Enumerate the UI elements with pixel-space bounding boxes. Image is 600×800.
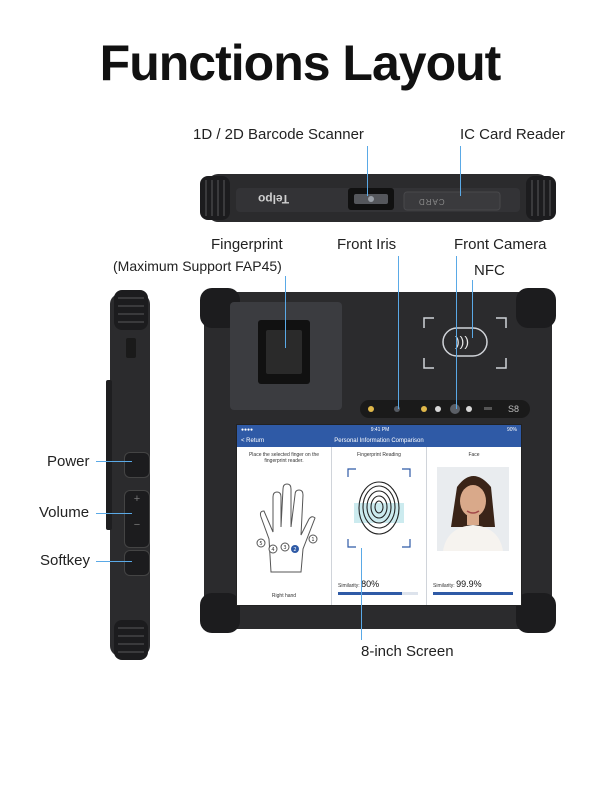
volume-up-icon: +	[133, 493, 141, 505]
nfc-icon: )))	[455, 333, 469, 349]
nav-bar: < Return Personal Information Comparison	[237, 434, 521, 447]
pointer-volume	[96, 513, 132, 514]
face-similarity: Similarity: 99.9%	[433, 579, 482, 589]
hand-pane: Place the selected finger on the fingerp…	[237, 447, 332, 605]
label-front-iris: Front Iris	[337, 236, 397, 253]
nav-title: Personal Information Comparison	[334, 437, 424, 444]
fingerprint-similarity: Similarity: 80%	[338, 579, 380, 589]
volume-rocker[interactable]: + −	[124, 490, 150, 548]
face-pane: Face Similarity: 99.9%	[427, 447, 521, 605]
svg-text:5: 5	[259, 541, 262, 547]
fingerprint-scan-icon	[347, 468, 411, 548]
tablet-screen: ●●●● 9:41 PM 90% < Return Personal Infor…	[236, 424, 522, 606]
label-fingerprint: Fingerprint	[211, 236, 283, 253]
pointer-screen	[361, 548, 362, 640]
model-label: S8	[508, 404, 520, 414]
fingerprint-similarity-bar	[338, 592, 418, 595]
pointer-barcode	[367, 146, 368, 196]
signal-icon: ●●●●	[241, 426, 254, 433]
label-nfc: NFC	[474, 262, 505, 279]
label-8-inch-screen: 8-inch Screen	[361, 643, 454, 660]
svg-text:2: 2	[293, 547, 296, 553]
face-photo	[437, 467, 509, 551]
label-fingerprint-sub: (Maximum Support FAP45)	[113, 258, 282, 274]
label-barcode-scanner: 1D / 2D Barcode Scanner	[193, 126, 364, 143]
finger-markers: 1 2 3 4 5	[256, 534, 318, 554]
pointer-front-camera	[456, 256, 457, 409]
svg-text:4: 4	[271, 547, 274, 553]
fingerprint-pane: Fingerprint Reading Similarity: 80%	[332, 447, 427, 605]
status-bar: ●●●● 9:41 PM 90%	[237, 425, 521, 434]
hand-diagram-icon	[259, 483, 316, 573]
label-ic-card-reader: IC Card Reader	[460, 126, 566, 143]
svg-text:3: 3	[283, 545, 286, 551]
face-title: Face	[468, 452, 480, 458]
pointer-softkey	[96, 561, 132, 562]
pointer-nfc	[472, 280, 473, 338]
label-power: Power	[47, 453, 90, 470]
hand-caption: Right hand	[271, 593, 297, 599]
pointer-fingerprint	[285, 276, 286, 348]
pointer-ic-card	[460, 146, 461, 196]
hand-instruction: Place the selected finger on the fingerp…	[248, 452, 320, 464]
back-button[interactable]: < Return	[241, 437, 265, 444]
pointer-front-iris	[398, 256, 399, 409]
brand-logo-top: Telpo	[258, 192, 290, 206]
pointer-power	[96, 461, 132, 462]
label-front-camera: Front Camera	[454, 236, 547, 253]
fingerprint-title: Fingerprint Reading	[357, 452, 401, 458]
softkey-button[interactable]	[124, 550, 150, 576]
label-volume: Volume	[39, 504, 90, 521]
battery-level: 90%	[506, 426, 517, 433]
face-similarity-bar	[433, 592, 513, 595]
volume-down-icon: −	[133, 519, 141, 531]
label-softkey: Softkey	[40, 552, 91, 569]
power-button[interactable]	[124, 452, 150, 478]
card-slot-label: CARD	[418, 197, 445, 206]
device-top-view	[200, 174, 556, 222]
svg-text:1: 1	[311, 537, 314, 543]
page-title: Functions Layout	[99, 35, 502, 91]
status-time: 9:41 PM	[370, 426, 390, 433]
